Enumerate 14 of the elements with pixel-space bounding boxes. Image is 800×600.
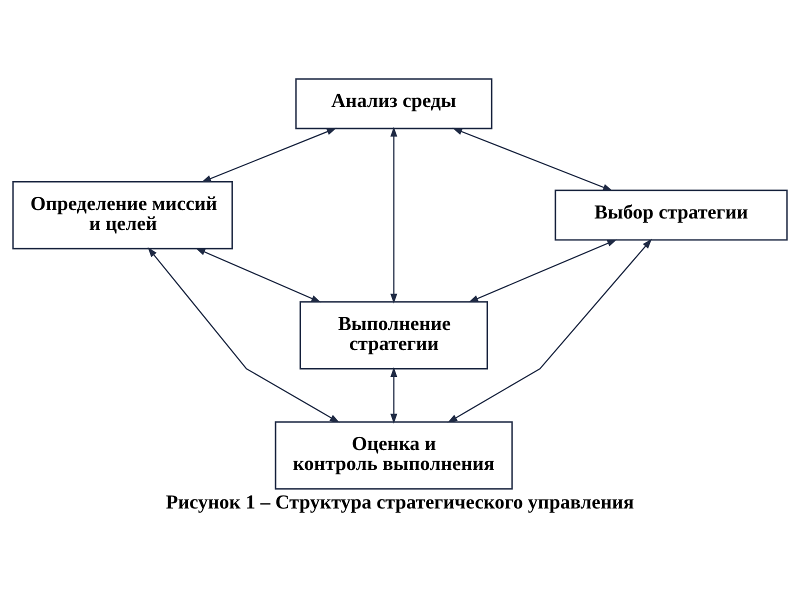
arrow xyxy=(390,126,398,304)
node-box: Оценка и контроль выполнения xyxy=(274,421,513,490)
node-box: Выбор стратегии xyxy=(554,190,788,241)
arrow xyxy=(468,239,618,302)
arrow xyxy=(390,367,398,424)
caption: Рисунок 1 – Структура стратегического управления xyxy=(166,491,634,514)
arrow xyxy=(195,248,322,303)
node-box: Анализ среды xyxy=(295,78,492,130)
node-box: Определение миссий и целей xyxy=(12,181,233,250)
arrow xyxy=(447,238,652,423)
arrow xyxy=(148,247,340,423)
node-box: Выполнение стратегии xyxy=(300,301,488,370)
arrow xyxy=(452,128,613,192)
arrow xyxy=(201,128,337,182)
